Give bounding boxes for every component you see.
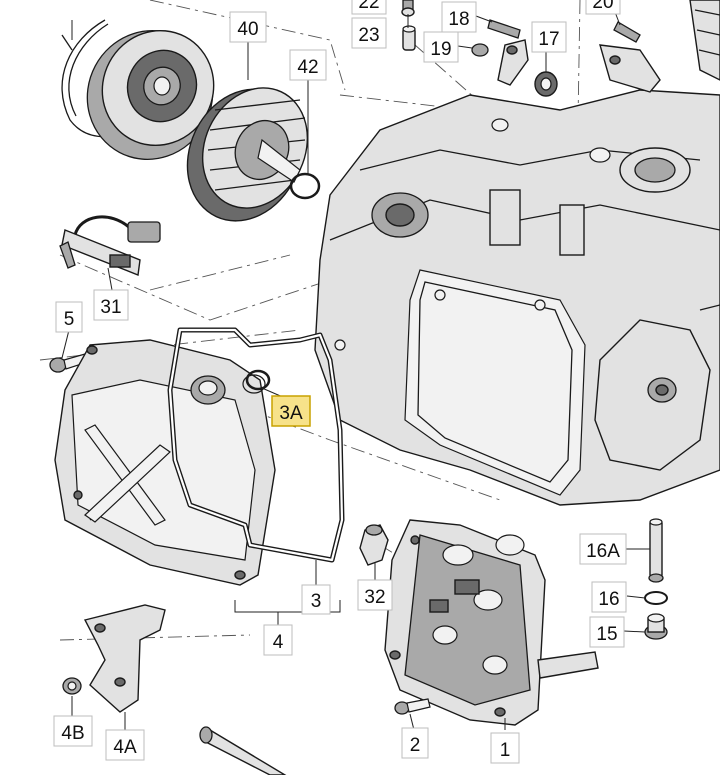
label-5: 5 (55, 301, 83, 333)
svg-text:40: 40 (237, 19, 258, 40)
bracket-4a (83, 604, 166, 713)
svg-text:16: 16 (598, 589, 619, 610)
svg-text:3A: 3A (279, 403, 303, 424)
label-31: 31 (93, 289, 129, 321)
screw-22 (401, 0, 415, 17)
label-4: 4 (263, 624, 293, 656)
svg-text:4B: 4B (61, 723, 84, 744)
label-19: 19 (423, 31, 459, 63)
svg-text:31: 31 (100, 297, 121, 318)
oil-pan-cover (54, 339, 276, 586)
o-ring (289, 172, 321, 200)
label-22: 22 (351, 0, 387, 15)
label-18: 18 (441, 1, 477, 33)
pipe (199, 726, 287, 775)
shift-lever (497, 39, 529, 86)
seal-17 (534, 71, 558, 97)
washer-19 (471, 43, 489, 57)
bracket-20 (599, 21, 661, 93)
label-40: 40 (229, 11, 267, 43)
label-32: 32 (357, 579, 393, 611)
bracket-32 (359, 524, 389, 566)
svg-text:4: 4 (273, 632, 284, 653)
label-17: 17 (531, 21, 567, 53)
svg-text:23: 23 (358, 25, 379, 46)
svg-text:18: 18 (448, 9, 469, 30)
label-2: 2 (401, 727, 429, 759)
sensor-harness (59, 215, 161, 276)
plug-15 (644, 613, 668, 640)
transmission-housing (314, 89, 720, 506)
nut-4b (62, 677, 82, 695)
seal-ring-16 (644, 591, 668, 605)
svg-text:15: 15 (596, 624, 617, 645)
sleeve-23 (402, 25, 416, 51)
label-4b: 4B (53, 715, 93, 747)
pan-gasket (167, 327, 345, 563)
mechatronic-unit (384, 519, 599, 726)
clutch-drum (86, 29, 215, 161)
label-3a: 3A (271, 395, 311, 427)
screw-2 (394, 698, 431, 715)
svg-text:22: 22 (358, 0, 379, 13)
svg-text:1: 1 (500, 740, 511, 761)
label-15: 15 (589, 616, 625, 648)
clutch-pack (186, 87, 309, 222)
label-4a: 4A (105, 729, 145, 761)
label-3: 3 (301, 584, 331, 615)
bolt-18 (487, 19, 521, 39)
svg-text:42: 42 (297, 57, 318, 78)
svg-text:3: 3 (311, 591, 322, 612)
tube-16a (648, 518, 664, 583)
svg-text:5: 5 (64, 309, 75, 330)
label-42: 42 (289, 49, 327, 81)
label-23: 23 (351, 17, 387, 49)
svg-text:2: 2 (410, 735, 421, 756)
label-16: 16 (591, 581, 627, 613)
svg-text:19: 19 (430, 39, 451, 60)
svg-text:32: 32 (364, 587, 385, 608)
svg-text:16A: 16A (586, 541, 620, 562)
svg-text:4A: 4A (113, 737, 137, 758)
svg-text:20: 20 (592, 0, 613, 13)
oil-filter (689, 0, 720, 81)
label-20: 20 (585, 0, 621, 15)
o-ring-3a (242, 369, 271, 394)
label-16a: 16A (579, 533, 627, 565)
label-1: 1 (490, 732, 520, 764)
svg-text:17: 17 (538, 29, 559, 50)
